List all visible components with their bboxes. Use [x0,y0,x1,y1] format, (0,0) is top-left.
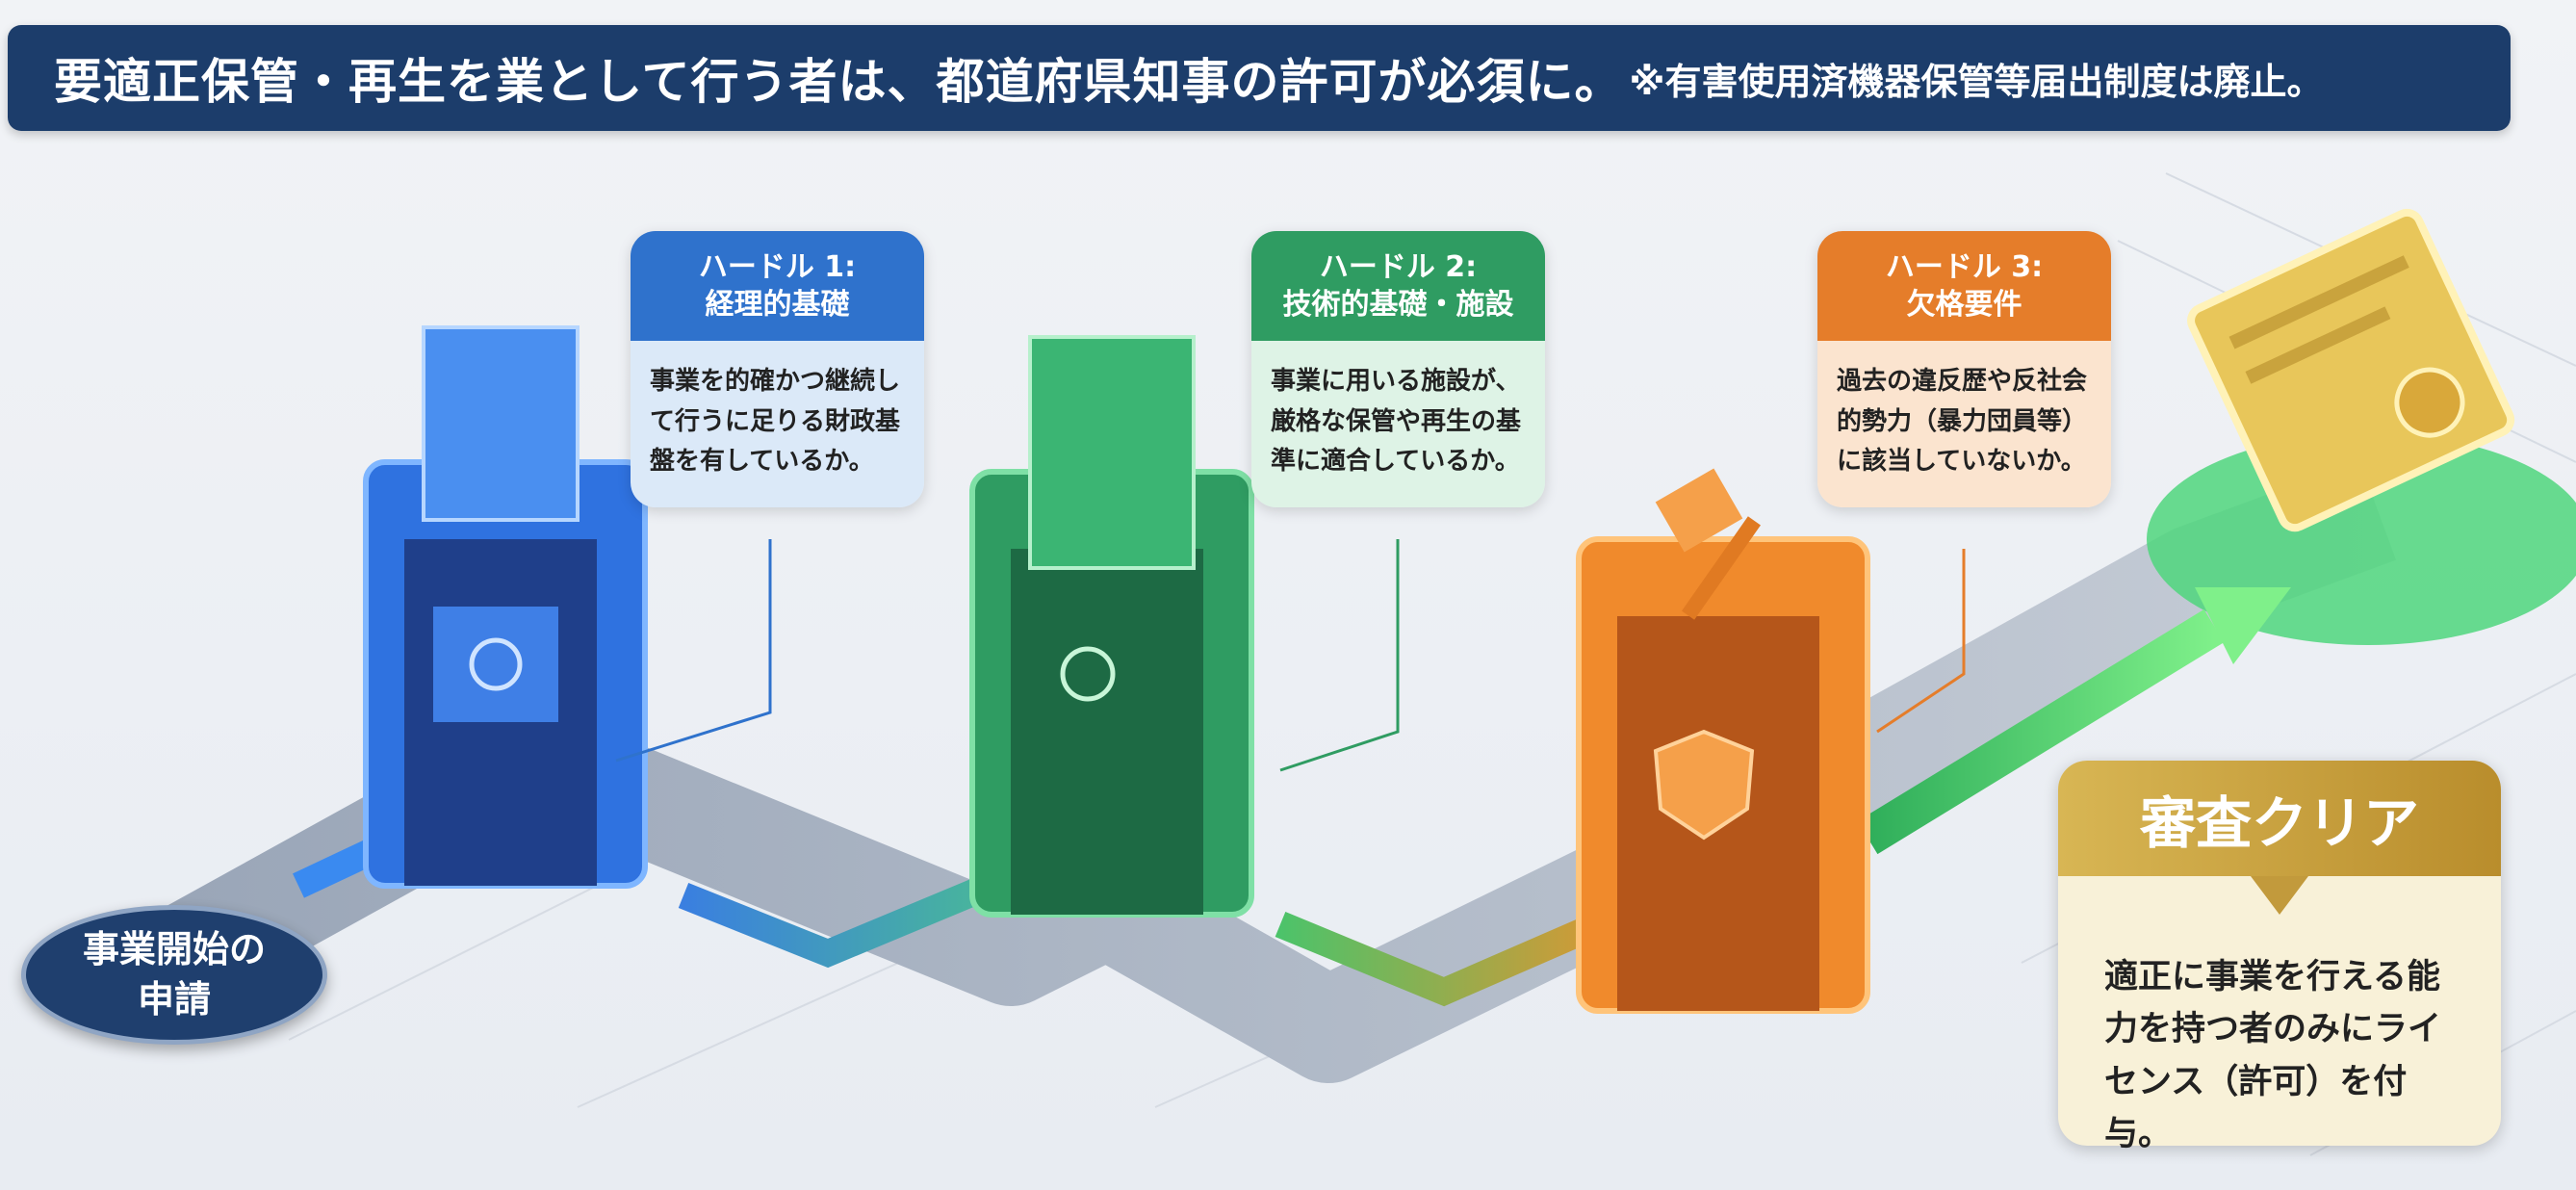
result-card: 審査クリア 適正に事業を行える能力を持つ者のみにライセンス（許可）を付与。 [2058,761,2501,1153]
hurdle-title: ハードル 1: 経理的基礎 [631,231,924,341]
banner-title: 要適正保管・再生を業として行う者は、都道府県知事の許可が必須に。 [54,54,1624,110]
hurdle-card-2: ハードル 2: 技術的基礎・施設 事業に用いる施設が、厳格な保管や再生の基準に適合… [1251,231,1545,507]
start-application-node: 事業開始の 申請 [21,905,327,1045]
start-label-line1: 事業開始の [82,928,266,971]
hurdle-number: ハードル 2: [1319,250,1478,284]
hurdle-description: 過去の違反歴や反社会的勢力（暴力団員等）に該当していないか。 [1817,341,2111,507]
title-banner: 要適正保管・再生を業として行う者は、都道府県知事の許可が必須に。 ※有害使用済機… [8,25,2511,131]
hurdle-description: 事業を的確かつ継続して行うに足りる財政基盤を有しているか。 [631,341,924,507]
hurdle-name: 技術的基礎・施設 [1282,288,1514,322]
gate-2-icon [969,335,1254,918]
arrow-final [1857,608,2225,855]
hurdle-description: 事業に用いる施設が、厳格な保管や再生の基準に適合しているか。 [1251,341,1545,507]
gate-1-icon [363,325,648,889]
arrow-final-head [2195,587,2291,664]
gate-3-icon [1576,468,1870,1014]
hurdle-name: 経理的基礎 [705,288,850,322]
hurdle-card-3: ハードル 3: 欠格要件 過去の違反歴や反社会的勢力（暴力団員等）に該当していない… [1817,231,2111,507]
license-certificate-icon [2187,208,2515,532]
connector-lines [615,539,1966,772]
hurdle-title: ハードル 3: 欠格要件 [1817,231,2111,341]
hurdle-number: ハードル 1: [698,250,857,284]
start-label-line2: 申請 [137,977,211,1021]
hurdle-name: 欠格要件 [1906,288,2022,322]
hurdle-card-1: ハードル 1: 経理的基礎 事業を的確かつ継続して行うに足りる財政基盤を有している… [631,231,924,507]
result-description: 適正に事業を行える能力を持つ者のみにライセンス（許可）を付与。 [2104,958,2442,1153]
hurdle-title: ハードル 2: 技術的基礎・施設 [1251,231,1545,341]
hurdle-number: ハードル 3: [1885,250,2044,284]
banner-note: ※有害使用済機器保管等届出制度は廃止。 [1629,60,2324,103]
result-title: 審査クリア [2058,761,2501,915]
